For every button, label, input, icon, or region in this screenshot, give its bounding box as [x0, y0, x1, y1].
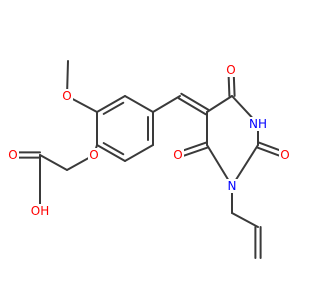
- atom-oh: OH: [30, 204, 50, 218]
- bond-cvin-c5r-second: [180, 92, 210, 111]
- bond-c5-c6: [124, 144, 154, 162]
- bond-cch2-cacid: [39, 154, 68, 171]
- atom-oh-label: OH: [31, 204, 49, 218]
- bond-cvin-c5r: [177, 97, 207, 116]
- atom-n-ring: N: [226, 179, 238, 193]
- bond-c6-c1: [96, 144, 126, 162]
- bond-c4-cvin: [152, 95, 181, 113]
- atom-o-carbonyl-left: O: [172, 148, 184, 162]
- atom-o-methoxy: O: [61, 89, 73, 103]
- bond-c6-c1-inner: [102, 142, 125, 156]
- bond-c2-c3: [96, 95, 126, 113]
- atom-o-carbonyl-left-label: O: [173, 148, 182, 162]
- atom-nh: NH: [249, 117, 267, 131]
- atom-label-layer: O O O NH O O N: [7, 63, 291, 218]
- atom-o-acid-carbonyl: O: [7, 148, 19, 162]
- atom-o-methoxy-label: O: [62, 89, 71, 103]
- bond-layer: [12, 60, 287, 259]
- atom-o-carbonyl-top-label: O: [226, 63, 235, 77]
- structure-drawing: O O O NH O O N: [7, 60, 291, 259]
- atom-n-ring-label: N: [228, 179, 237, 193]
- atom-o-acid-carbonyl-label: O: [8, 148, 17, 162]
- bond-c2-c3-inner: [102, 101, 125, 115]
- bond-c5r-c6r: [206, 95, 233, 113]
- atom-o-carbonyl-top: O: [225, 63, 237, 77]
- atom-o-carbonyl-right: O: [279, 148, 291, 162]
- atom-o-carbonyl-right-label: O: [280, 148, 289, 162]
- atom-o-ether: O: [88, 148, 100, 162]
- molecule-structure-diagram: O O O NH O O N: [7, 60, 291, 259]
- bond-ca-cb: [231, 212, 259, 228]
- atom-o-ether-label: O: [89, 148, 98, 162]
- bond-c3-c4: [124, 95, 154, 113]
- atom-nh-label: NH: [249, 117, 267, 131]
